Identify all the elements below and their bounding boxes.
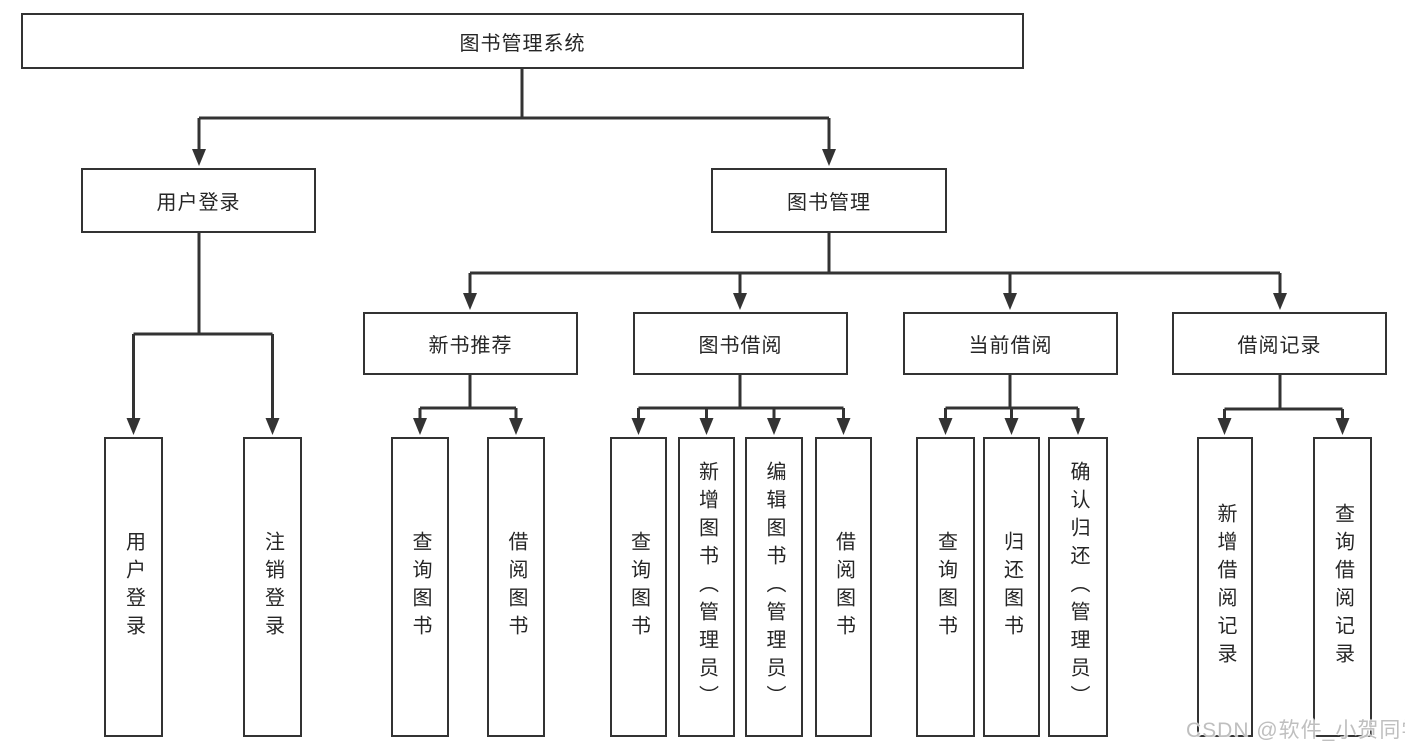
node-leaf-borrow-book-recommend: 借阅图书: [487, 437, 545, 737]
node-leaf-borrow-book-recommend-label: 借阅图书: [505, 531, 527, 643]
node-leaf-return-book-label: 归还图书: [1000, 531, 1023, 643]
node-borrow-records-label: 借阅记录: [1237, 335, 1322, 357]
node-leaf-confirm-return-admin-label: 确认归还（管理员）: [1067, 461, 1089, 713]
node-current-borrow-label: 当前借阅: [968, 335, 1053, 357]
node-leaf-add-borrow-record-label: 新增借阅记录: [1214, 503, 1236, 671]
node-leaf-edit-book-admin: 编辑图书（管理员）: [745, 437, 803, 737]
node-user-login-group-label: 用户登录: [156, 192, 241, 214]
connector-currentborrow-to-leaves: [938, 375, 1085, 435]
node-leaf-query-book-borrow: 查询图书: [610, 437, 667, 737]
node-root-label: 图书管理系统: [459, 32, 586, 55]
node-leaf-logout-label: 注销登录: [261, 531, 284, 643]
node-leaf-query-borrow-record: 查询借阅记录: [1313, 437, 1372, 737]
node-book-borrow: 图书借阅: [633, 312, 848, 375]
node-leaf-query-book-recommend-label: 查询图书: [409, 531, 431, 643]
connector-borrowrecords-to-leaves: [1217, 375, 1350, 435]
node-book-management: 图书管理: [711, 168, 947, 233]
csdn-watermark: CSDN @软件_小贺同学: [1186, 719, 1405, 742]
node-leaf-query-borrow-record-label: 查询借阅记录: [1331, 503, 1354, 671]
node-leaf-query-book-current: 查询图书: [916, 437, 975, 737]
node-leaf-add-book-admin-label: 新增图书（管理员）: [695, 461, 718, 713]
node-leaf-query-book-recommend: 查询图书: [391, 437, 449, 737]
node-current-borrow: 当前借阅: [903, 312, 1118, 375]
node-leaf-confirm-return-admin: 确认归还（管理员）: [1048, 437, 1108, 737]
node-leaf-query-book-borrow-label: 查询图书: [627, 531, 650, 643]
node-leaf-user-login: 用户登录: [104, 437, 163, 737]
node-leaf-borrow-book: 借阅图书: [815, 437, 872, 737]
node-leaf-add-borrow-record: 新增借阅记录: [1197, 437, 1253, 737]
node-book-borrow-label: 图书借阅: [698, 335, 783, 357]
node-root: 图书管理系统: [21, 13, 1024, 69]
connector-newbook-to-leaves: [413, 375, 523, 435]
node-new-book-recommend: 新书推荐: [363, 312, 578, 375]
node-user-login-group: 用户登录: [81, 168, 316, 233]
node-leaf-return-book: 归还图书: [983, 437, 1040, 737]
node-borrow-records: 借阅记录: [1172, 312, 1387, 375]
connector-bookborrow-to-leaves: [631, 375, 851, 435]
connector-root-to-level2: [192, 69, 836, 166]
node-leaf-add-book-admin: 新增图书（管理员）: [678, 437, 735, 737]
node-leaf-user-login-label: 用户登录: [122, 531, 145, 643]
connector-userlogin-to-leaves: [126, 233, 280, 435]
node-leaf-logout: 注销登录: [243, 437, 302, 737]
connector-bookmgmt-to-level3: [463, 233, 1287, 310]
node-book-management-label: 图书管理: [787, 192, 871, 214]
node-new-book-recommend-label: 新书推荐: [428, 335, 513, 357]
node-leaf-edit-book-admin-label: 编辑图书（管理员）: [763, 461, 785, 713]
node-leaf-query-book-current-label: 查询图书: [934, 531, 957, 643]
node-leaf-borrow-book-label: 借阅图书: [832, 531, 855, 643]
